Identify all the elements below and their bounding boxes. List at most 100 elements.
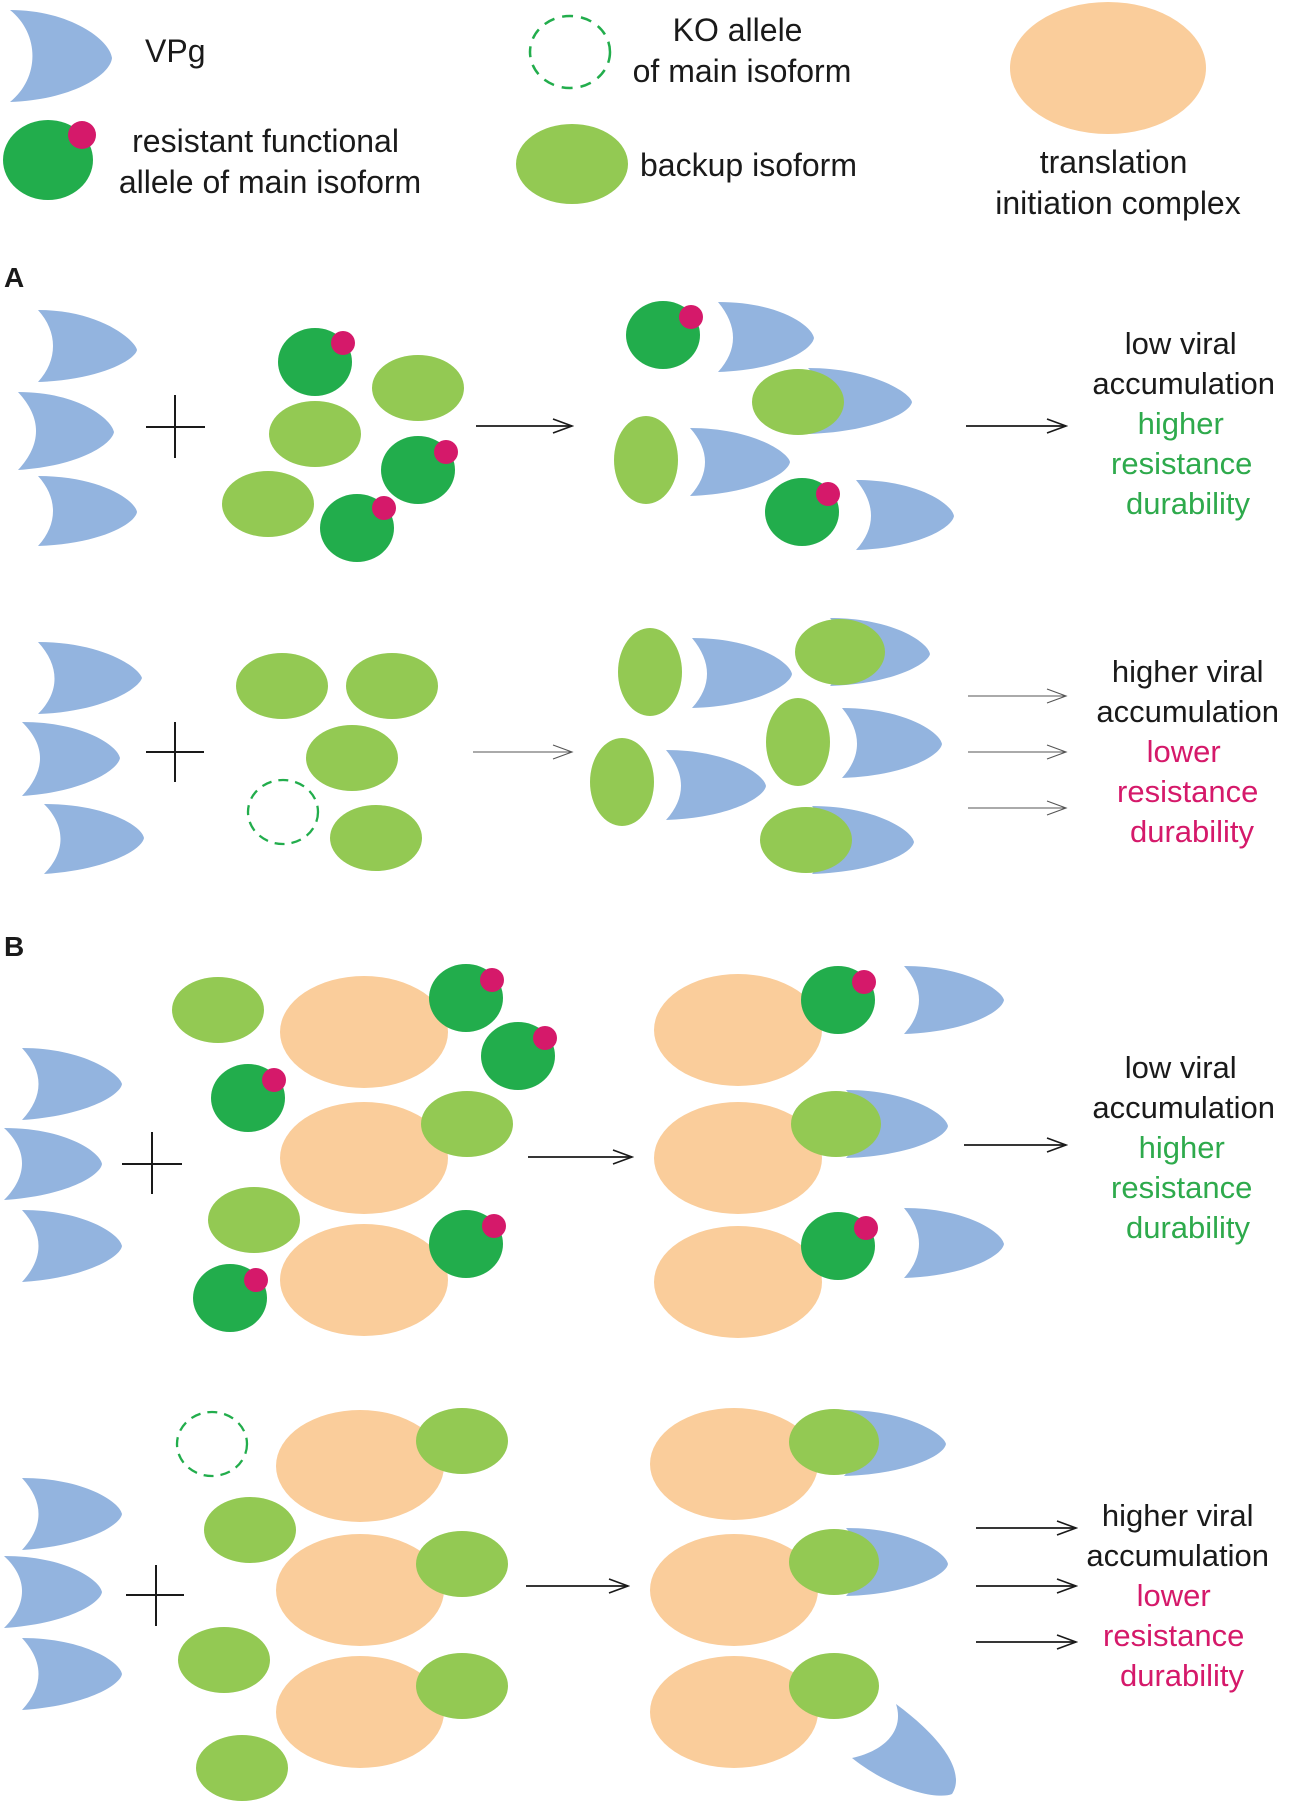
backup-isoform-icon	[789, 1529, 879, 1595]
vpg-icon	[666, 750, 766, 820]
vpg-icon	[18, 392, 114, 470]
panel-a-label: A	[4, 262, 24, 293]
backup-isoform-icon	[196, 1735, 288, 1801]
translation-complex-icon	[654, 1226, 822, 1338]
backup-isoform-icon	[760, 807, 852, 873]
backup-isoform-icon	[178, 1627, 270, 1693]
plus-sign	[146, 395, 205, 458]
backup-isoform-icon	[416, 1653, 508, 1719]
vpg-icon	[718, 302, 814, 372]
vpg-icon	[44, 804, 144, 874]
legend-vpg-label: VPg	[145, 33, 205, 69]
backup-isoform-icon	[372, 355, 464, 421]
resistant-allele-icon	[429, 1210, 506, 1278]
backup-isoform-icon	[346, 653, 438, 719]
outcome-a2: higher viral accumulation lower resistan…	[1096, 654, 1287, 849]
backup-isoform-icon	[172, 977, 264, 1043]
resistant-allele-icon	[211, 1064, 286, 1132]
bound-resistant-allele-icon	[801, 1212, 878, 1280]
panel-b-row-1: low viral accumulation higher resistance…	[4, 964, 1283, 1338]
legend-resistant-allele-icon	[3, 120, 96, 200]
translation-complex-icon	[280, 976, 448, 1088]
resistant-allele-icon	[381, 436, 458, 504]
translation-complex-icon	[650, 1534, 818, 1646]
backup-isoform-icon	[306, 725, 398, 791]
backup-isoform-icon	[222, 471, 314, 537]
backup-isoform-icon	[204, 1497, 296, 1563]
backup-isoform-icon	[269, 401, 361, 467]
bound-resistant-allele-icon	[801, 966, 876, 1034]
translation-complex-icon	[654, 974, 822, 1086]
outcome-a1: low viral accumulation higher resistance…	[1092, 326, 1283, 521]
legend-translation-complex-label: translation initiation complex	[995, 144, 1240, 221]
panel-b-label: B	[4, 931, 24, 962]
plus-sign	[146, 722, 204, 782]
translation-complex-icon	[650, 1408, 818, 1520]
resistant-allele-icon	[278, 328, 355, 396]
vpg-icon	[22, 722, 120, 796]
backup-isoform-icon	[791, 1091, 881, 1157]
legend-backup-isoform-icon	[516, 124, 628, 204]
outcome-b2: higher viral accumulation lower resistan…	[1086, 1498, 1277, 1693]
plus-sign	[122, 1132, 182, 1194]
vpg-icon	[22, 1048, 122, 1120]
panel-a-row-1: low viral accumulation higher resistance…	[18, 301, 1283, 562]
legend-ko-allele-label: KO allele of main isoform	[633, 12, 852, 89]
resistant-allele-icon	[193, 1264, 268, 1332]
vpg-icon	[856, 480, 954, 550]
backup-isoform-icon	[752, 369, 844, 435]
legend-backup-isoform-label: backup isoform	[640, 147, 857, 183]
vpg-icon	[38, 310, 137, 382]
plus-sign	[126, 1565, 184, 1626]
backup-isoform-icon	[789, 1409, 879, 1475]
translation-complex-icon	[276, 1534, 444, 1646]
backup-isoform-icon	[330, 805, 422, 871]
legend-translation-complex-icon	[1010, 2, 1206, 134]
backup-isoform-icon	[614, 416, 678, 504]
vpg-icon	[692, 638, 792, 708]
vpg-icon	[38, 476, 137, 546]
vpg-icon	[4, 1556, 102, 1628]
backup-isoform-icon	[789, 1653, 879, 1719]
legend-vpg-icon	[10, 10, 112, 102]
vpg-icon	[38, 642, 142, 714]
ko-allele-icon	[175, 1410, 249, 1478]
backup-isoform-icon	[416, 1531, 508, 1597]
translation-complex-icon	[280, 1102, 448, 1214]
resistant-allele-icon	[481, 1022, 557, 1090]
legend-ko-allele-icon	[528, 14, 612, 90]
backup-isoform-icon	[421, 1091, 513, 1157]
backup-isoform-icon	[208, 1187, 300, 1253]
translation-complex-icon	[276, 1410, 444, 1522]
translation-complex-icon	[654, 1102, 822, 1214]
translation-complex-icon	[280, 1224, 448, 1336]
panel-a-row-2: higher viral accumulation lower resistan…	[22, 618, 1287, 874]
ko-allele-icon	[246, 778, 320, 846]
backup-isoform-icon	[590, 738, 654, 826]
vpg-icon	[690, 428, 790, 496]
translation-complex-icon	[276, 1656, 444, 1768]
backup-isoform-icon	[416, 1408, 508, 1474]
vpg-icon	[4, 1128, 102, 1200]
vpg-icon	[904, 1208, 1004, 1278]
panel-b-row-2: higher viral accumulation lower resistan…	[4, 1408, 1277, 1801]
vpg-icon	[22, 1210, 122, 1282]
bound-resistant-allele-icon	[626, 301, 703, 369]
outcome-b1: low viral accumulation higher resistance…	[1092, 1050, 1283, 1245]
vpg-icon	[842, 708, 942, 778]
vpg-icon-detached	[852, 1704, 956, 1796]
backup-isoform-icon	[236, 653, 328, 719]
backup-isoform-icon	[766, 698, 830, 786]
resistant-allele-icon	[320, 494, 396, 562]
legend: VPg KO allele of main isoform translatio…	[3, 2, 1241, 221]
translation-complex-icon	[650, 1656, 818, 1768]
legend-resistant-allele-label: resistant functional allele of main isof…	[119, 123, 421, 200]
vpg-icon	[22, 1638, 122, 1710]
resistant-allele-icon	[429, 964, 504, 1032]
backup-isoform-icon	[618, 628, 682, 716]
vpg-icon	[22, 1478, 122, 1550]
vpg-icon	[904, 966, 1004, 1034]
backup-isoform-icon	[795, 619, 885, 685]
bound-resistant-allele-icon	[765, 478, 840, 546]
